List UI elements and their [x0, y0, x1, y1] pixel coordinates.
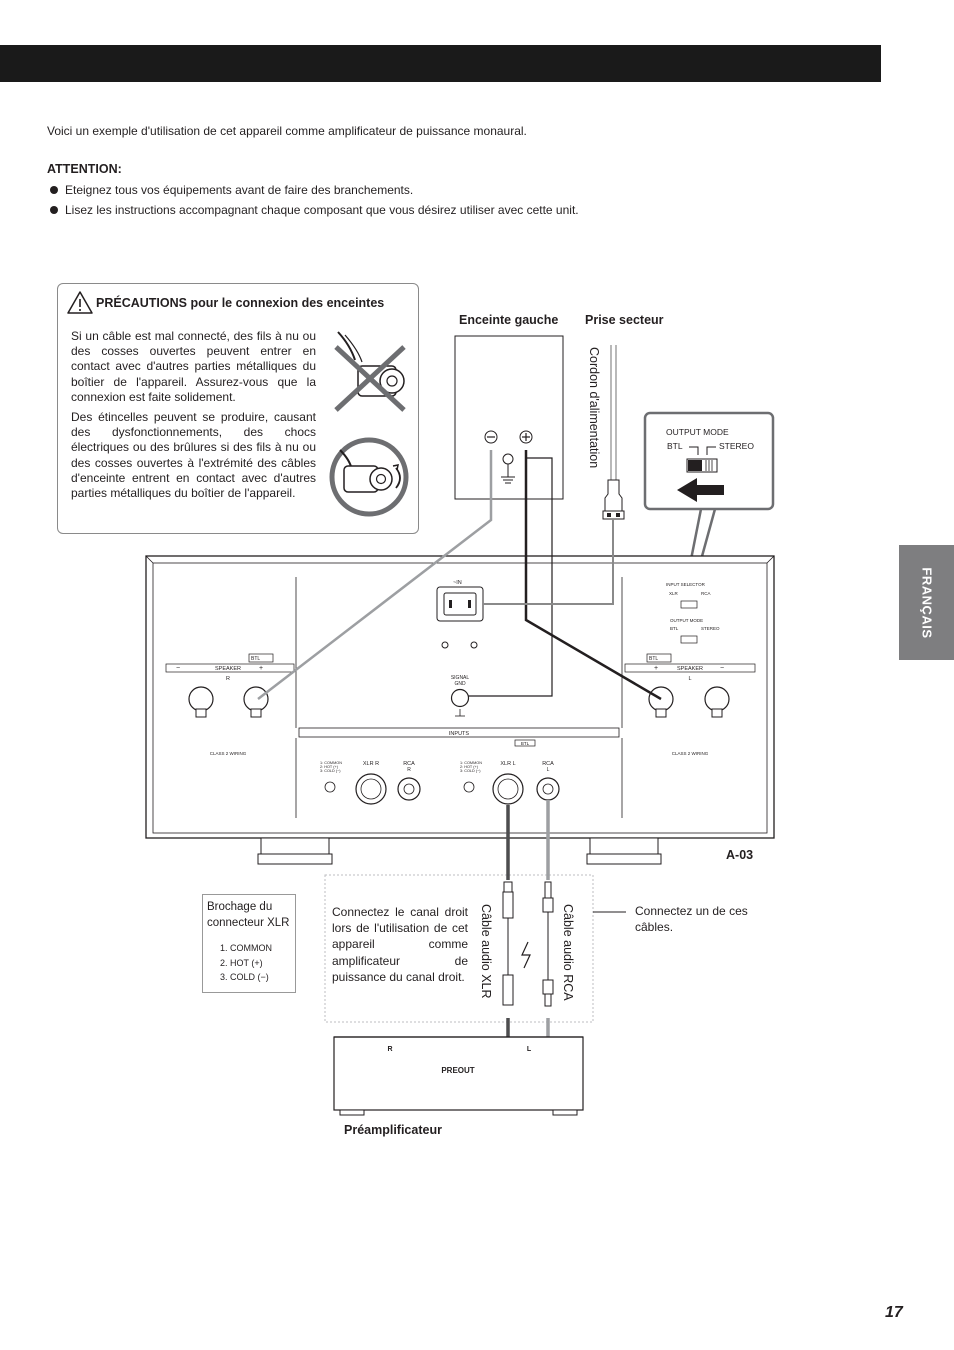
gnd-label: GND — [454, 681, 466, 687]
xlr-cable-label: Câble audio XLR — [479, 904, 493, 999]
class2-label-l: CLASS 2 WIRING — [672, 751, 709, 756]
bad-connection-icon — [334, 331, 406, 412]
input-selector-label: INPUT SELECTOR — [666, 582, 706, 587]
attention-title: ATTENTION: — [47, 162, 122, 176]
pin-label: 2: HOT (+) — [320, 765, 339, 769]
connect-note: Connectez le canal droit lors de l'utili… — [332, 905, 468, 984]
svg-text:+: + — [654, 665, 658, 672]
ac-in-label: ~IN — [453, 580, 462, 586]
pin-label: 1: COMMON — [460, 761, 482, 765]
rca-r-label: RCA — [403, 761, 415, 767]
svg-text:−: − — [720, 665, 724, 672]
channel-r-label: R — [226, 676, 230, 682]
caution-paragraph-2: Des étincelles peuvent se produire, caus… — [71, 410, 316, 501]
page-number: 17 — [885, 1304, 903, 1321]
rca-cable-label: Câble audio RCA — [561, 904, 575, 1001]
inputs-btl-label: BTL — [521, 741, 530, 746]
good-connection-icon — [329, 437, 409, 517]
panel-stereo-label: STEREO — [701, 626, 720, 631]
intro-text: Voici un exemple d'utilisation de cet ap… — [47, 124, 527, 138]
caution-paragraph-1: Si un câble est mal connecté, des fils à… — [71, 329, 316, 404]
xlr-pinout-list: 1. COMMON 2. HOT (+) 3. COLD (−) — [220, 941, 272, 985]
attention-list: Eteignez tous vos équipements avant de f… — [49, 183, 579, 222]
output-mode-stereo: STEREO — [719, 441, 754, 451]
btl-badge-r: BTL — [251, 656, 260, 662]
output-mode-callout: OUTPUT MODE BTL STEREO — [643, 411, 775, 511]
cable-area — [324, 874, 594, 1023]
model-label: A-03 — [726, 848, 754, 862]
speaker-label-l: SPEAKER — [677, 666, 703, 672]
btl-badge-l: BTL — [649, 656, 658, 662]
svg-text:+: + — [259, 665, 263, 672]
preamp-r-label: R — [387, 1046, 392, 1053]
preout-label: PREOUT — [441, 1066, 474, 1075]
pin-label: 2: HOT (+) — [460, 765, 479, 769]
left-speaker — [454, 335, 564, 500]
pinout-item: 3. COLD (−) — [220, 972, 269, 982]
xlr-cable — [502, 805, 514, 1040]
pin-label: 3: COLD (−) — [320, 769, 341, 773]
preamp-l-label: L — [527, 1046, 532, 1053]
amplifier-rear-panel: ~IN SIGNAL GND BTL − SPEAKER + R CLASS 2… — [145, 555, 775, 865]
power-cord — [602, 345, 625, 520]
pin-label: 1: COMMON — [320, 761, 342, 765]
rca-l-label: RCA — [542, 761, 554, 767]
preamp-unit: R L PREOUT — [333, 1036, 584, 1116]
arrow-left-icon — [677, 478, 724, 502]
left-speaker-label: Enceinte gauche — [459, 313, 559, 327]
attention-item: Lisez les instructions accompagnant chaq… — [49, 203, 579, 223]
connect-one-label: Connectez un de ces câbles. — [635, 904, 748, 934]
svg-text:−: − — [176, 665, 180, 672]
pinout-item: 2. HOT (+) — [220, 957, 263, 968]
rca-r-channel: R — [407, 767, 411, 773]
language-tab: FRANÇAIS — [899, 545, 954, 660]
xlr-r-label: XLR R — [363, 761, 379, 767]
selector-xlr-label: XLR — [669, 591, 679, 596]
output-mode-title: OUTPUT MODE — [666, 427, 729, 437]
power-cord-label: Cordon d'alimentation — [587, 347, 601, 468]
class2-label-r: CLASS 2 WIRING — [210, 751, 247, 756]
warning-icon — [67, 291, 93, 314]
pin-label: 3: COLD (−) — [460, 769, 481, 773]
inputs-label: INPUTS — [449, 731, 470, 737]
output-mode-btl: BTL — [667, 441, 683, 451]
xlr-l-label: XLR L — [500, 761, 515, 767]
header-bar — [0, 45, 881, 82]
xlr-pinout-box — [202, 894, 296, 993]
rca-l-channel: L — [547, 767, 550, 773]
rca-cable — [542, 800, 554, 1040]
panel-btl-label: BTL — [670, 626, 679, 631]
xlr-pinout-title: Brochage du connecteur XLR — [207, 901, 290, 929]
signal-label: SIGNAL — [451, 675, 470, 681]
pinout-item: 1. COMMON — [220, 943, 273, 953]
power-outlet-label: Prise secteur — [585, 313, 664, 327]
channel-l-label: L — [688, 676, 691, 682]
lightning-icon — [521, 941, 531, 969]
caution-title: PRÉCAUTIONS pour le connexion des encein… — [96, 296, 385, 310]
attention-item: Eteignez tous vos équipements avant de f… — [49, 183, 579, 203]
panel-output-mode-label: OUTPUT MODE — [670, 618, 703, 623]
preamp-label: Préamplificateur — [344, 1123, 442, 1137]
selector-rca-label: RCA — [701, 591, 711, 596]
speaker-cables — [257, 450, 662, 701]
speaker-label-r: SPEAKER — [215, 666, 241, 672]
